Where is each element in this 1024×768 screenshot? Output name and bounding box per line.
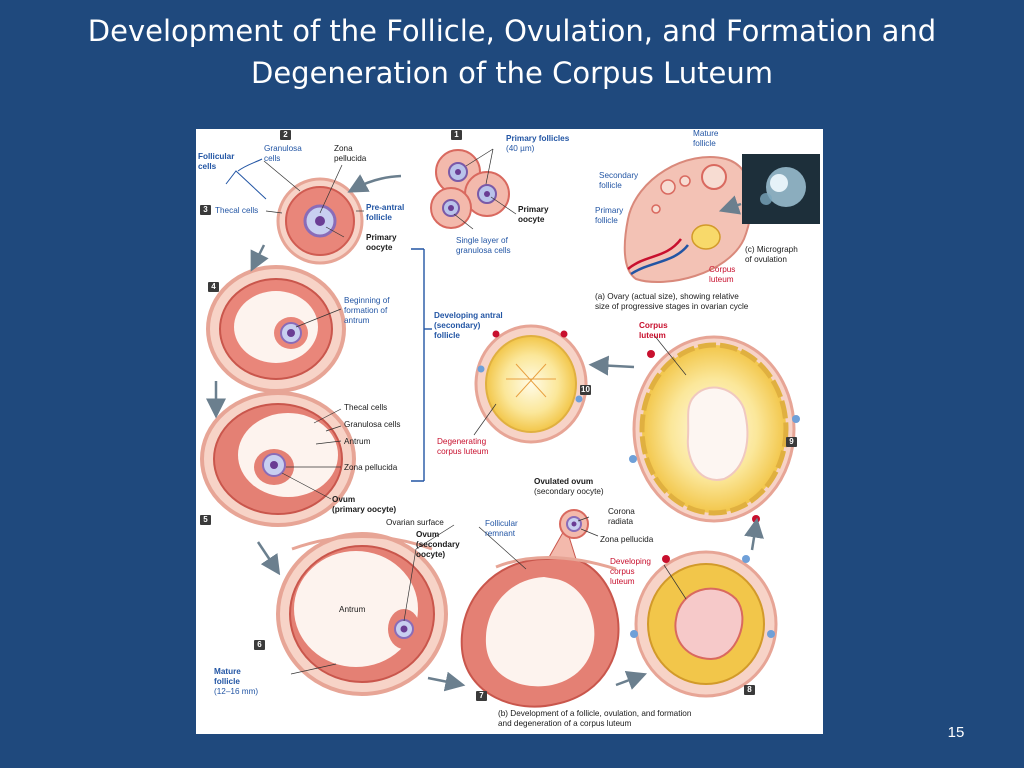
label-antrum-6: Antrum	[339, 605, 366, 614]
label-ovum-secondary-c: oocyte)	[416, 550, 446, 559]
label-ov-mature-a: Mature	[693, 129, 719, 138]
label-micrograph-a: (c) Micrograph	[745, 245, 798, 254]
label-primary-oocyte-2a: Primary	[366, 233, 397, 242]
label-developing-cl-b: corpus	[610, 567, 635, 576]
step-7: 7	[476, 691, 487, 701]
label-follicular-cells-b: cells	[198, 162, 217, 171]
label-ovum-primary-b: (primary oocyte)	[332, 505, 397, 514]
label-ov-primary-b: follicle	[595, 216, 618, 225]
label-primary-oocyte-1a: Primary	[518, 205, 549, 214]
label-thecal-cells: Thecal cells	[215, 206, 259, 215]
label-follicular-remnant-b: remnant	[485, 529, 516, 538]
label-mature-follicle-a: Mature	[214, 667, 241, 676]
ovulation-micrograph	[742, 154, 820, 224]
leader-lines	[225, 148, 687, 675]
label-ovarian-surface: Ovarian surface	[386, 518, 444, 527]
step-10: 10	[580, 385, 591, 395]
caption-b-line-2: and degeneration of a corpus luteum	[498, 719, 632, 728]
label-ov-secondary-a: Secondary	[599, 171, 639, 180]
label-follicular-cells-a: Follicular	[198, 152, 235, 161]
primary-follicles-cluster	[430, 149, 510, 229]
label-ovulated-ovum-a: Ovulated ovum	[534, 477, 594, 486]
pre-antral-follicle	[276, 177, 364, 265]
step-9: 9	[786, 437, 797, 447]
label-single-layer-b: granulosa cells	[456, 246, 511, 255]
label-granulosa-cells-a: Granulosa	[264, 144, 302, 153]
step-2: 2	[280, 130, 291, 140]
label-micrograph-b: of ovulation	[745, 255, 787, 264]
label-mature-follicle-c: (12–16 mm)	[214, 687, 259, 696]
label-primary-oocyte-1b: oocyte	[518, 215, 545, 224]
early-antral-follicle	[206, 265, 346, 393]
caption-b-line-1: (b) Development of a follicle, ovulation…	[498, 709, 692, 718]
figure-illustration	[200, 148, 820, 708]
label-granulosa-cells-5: Granulosa cells	[344, 420, 401, 429]
follicle-development-figure: 1 2 3 4 5 6 7 8 9 10 Primary follicles (…	[196, 129, 823, 734]
label-mature-follicle-b: follicle	[214, 677, 240, 686]
label-beginning-antrum-b: formation of	[344, 306, 388, 315]
label-beginning-antrum-c: antrum	[344, 316, 370, 325]
label-developing-antral-b: (secondary)	[434, 321, 481, 330]
label-ovum-secondary-a: Ovum	[416, 530, 440, 539]
mature-follicle	[276, 532, 448, 696]
label-degenerating-cl-a: Degenerating	[437, 437, 487, 446]
label-pre-antral-b: follicle	[366, 213, 392, 222]
step-8: 8	[744, 685, 755, 695]
step-5: 5	[200, 515, 211, 525]
ovary-illustration	[623, 156, 753, 283]
label-primary-follicles: Primary follicles	[506, 134, 570, 143]
label-ov-primary-a: Primary	[595, 206, 624, 215]
label-developing-antral-a: Developing antral	[434, 311, 503, 320]
slide-title: Development of the Follicle, Ovulation, …	[0, 10, 1024, 94]
label-corpus-luteum-b: luteum	[639, 331, 666, 340]
corpus-luteum	[629, 335, 800, 523]
ruptured-follicle	[460, 525, 620, 708]
label-ovulated-ovum-b: (secondary oocyte)	[534, 487, 604, 496]
degenerating-corpus-luteum	[474, 324, 588, 444]
caption-a-line-1: (a) Ovary (actual size), showing relativ…	[595, 292, 739, 301]
developing-corpus-luteum	[630, 550, 778, 698]
label-developing-antral-c: follicle	[434, 331, 460, 340]
label-pre-antral-a: Pre-antral	[366, 203, 405, 212]
label-antrum-5: Antrum	[344, 437, 371, 446]
label-zona-pellucida-a: Zona	[334, 144, 353, 153]
label-developing-cl-c: luteum	[610, 577, 635, 586]
label-zona-pellucida-b: pellucida	[334, 154, 367, 163]
label-ovum-secondary-b: (secondary	[416, 540, 460, 549]
step-6: 6	[254, 640, 265, 650]
label-thecal-cells-5: Thecal cells	[344, 403, 388, 412]
label-zona-pellucida-7: Zona pellucida	[600, 535, 654, 544]
label-ov-cl-a: Corpus	[709, 265, 736, 274]
label-ovum-primary-a: Ovum	[332, 495, 356, 504]
label-corpus-luteum-a: Corpus	[639, 321, 668, 330]
step-4: 4	[208, 282, 219, 292]
label-ov-mature-b: follicle	[693, 139, 716, 148]
step-1: 1	[451, 130, 462, 140]
step-3: 3	[200, 205, 211, 215]
label-single-layer-a: Single layer of	[456, 236, 508, 245]
sequence-arrows	[206, 174, 764, 692]
label-ov-cl-b: luteum	[709, 275, 734, 284]
secondary-follicle	[200, 391, 356, 527]
label-beginning-antrum-a: Beginning of	[344, 296, 390, 305]
ovulated-ovum	[559, 509, 589, 539]
label-zona-pellucida-5: Zona pellucida	[344, 463, 398, 472]
label-follicular-remnant-a: Follicular	[485, 519, 518, 528]
label-corona-radiata-a: Corona	[608, 507, 635, 516]
label-primary-follicles-size: (40 µm)	[506, 144, 535, 153]
label-developing-cl-a: Developing	[610, 557, 651, 566]
title-line-1: Development of the Follicle, Ovulation, …	[87, 14, 937, 48]
label-granulosa-cells-b: cells	[264, 154, 281, 163]
caption-a-line-2: size of progressive stages in ovarian cy…	[595, 302, 749, 311]
title-line-2: Degeneration of the Corpus Luteum	[251, 56, 773, 90]
label-degenerating-cl-b: corpus luteum	[437, 447, 489, 456]
label-ov-secondary-b: follicle	[599, 181, 622, 190]
page-number: 15	[947, 724, 965, 741]
label-corona-radiata-b: radiata	[608, 517, 634, 526]
label-primary-oocyte-2b: oocyte	[366, 243, 393, 252]
